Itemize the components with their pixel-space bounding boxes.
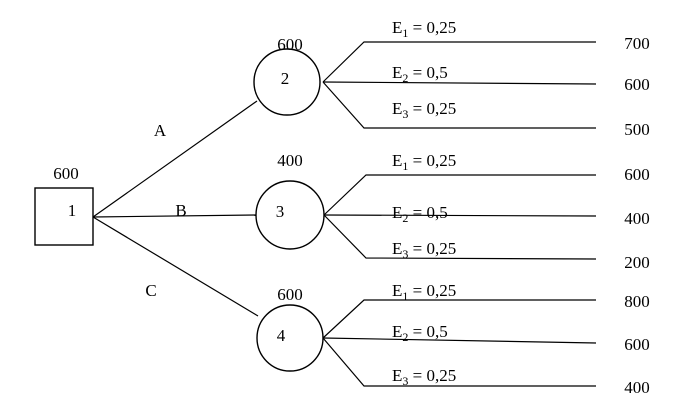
probability-label: E3 = 0,25	[392, 366, 456, 388]
payoff-value: 800	[624, 292, 650, 311]
branch-label-c: C	[145, 281, 156, 300]
chance-node-2-value: 600	[277, 35, 303, 54]
edge-node-3-outcome-2	[323, 214, 597, 217]
edge-branch-b	[92, 214, 257, 218]
payoff-value: 600	[624, 335, 650, 354]
payoff-value: 600	[624, 165, 650, 184]
decision-node-box	[34, 187, 94, 246]
chance-node-4-value: 600	[277, 285, 303, 304]
decision-node-value: 600	[53, 164, 79, 183]
edge-branch-c	[92, 216, 259, 317]
payoff-value: 500	[624, 120, 650, 139]
probability-label: E2 = 0,5	[392, 203, 448, 225]
chance-node-2: 2 600	[253, 35, 321, 116]
chance-node-3-circle	[255, 180, 325, 250]
edge-node-2-outcome-1	[322, 41, 596, 83]
payoff-value: 400	[624, 378, 650, 397]
chance-node-3-label: 3	[276, 202, 285, 221]
branch-label-b: B	[175, 201, 186, 220]
edge-node-2-outcome-3	[322, 81, 596, 129]
payoff-value: 600	[624, 75, 650, 94]
probability-label: E1 = 0,25	[392, 18, 456, 40]
edge-node-4-outcome-3	[322, 337, 596, 387]
chance-node-2-circle	[253, 48, 321, 116]
edge-branch-a	[92, 100, 258, 218]
edge-node-4-outcome-1	[322, 299, 596, 339]
payoff-value: 200	[624, 253, 650, 272]
chance-node-4: 4 600	[256, 285, 324, 372]
probability-label: E1 = 0,25	[392, 151, 456, 173]
decision-node-label: 1	[68, 201, 77, 220]
probability-label: E3 = 0,25	[392, 239, 456, 261]
probability-label: E3 = 0,25	[392, 99, 456, 121]
probability-label: E2 = 0,5	[392, 322, 448, 344]
chance-node-4-label: 4	[277, 326, 286, 345]
branch-label-a: A	[154, 121, 167, 140]
chance-node-3: 3 400	[255, 151, 325, 250]
edge-node-2-outcome-2	[322, 81, 597, 85]
chance-node-3-value: 400	[277, 151, 303, 170]
payoff-value: 400	[624, 209, 650, 228]
edge-node-4-outcome-2	[322, 337, 597, 344]
payoff-value: 700	[624, 34, 650, 53]
chance-node-2-label: 2	[281, 69, 290, 88]
probability-label: E2 = 0,5	[392, 63, 448, 85]
decision-node-1: 1 600	[34, 164, 94, 246]
edge-node-3-outcome-3	[323, 214, 597, 260]
probability-label: E1 = 0,25	[392, 281, 456, 303]
chance-node-4-circle	[256, 304, 324, 372]
edge-node-3-outcome-1	[323, 174, 596, 216]
